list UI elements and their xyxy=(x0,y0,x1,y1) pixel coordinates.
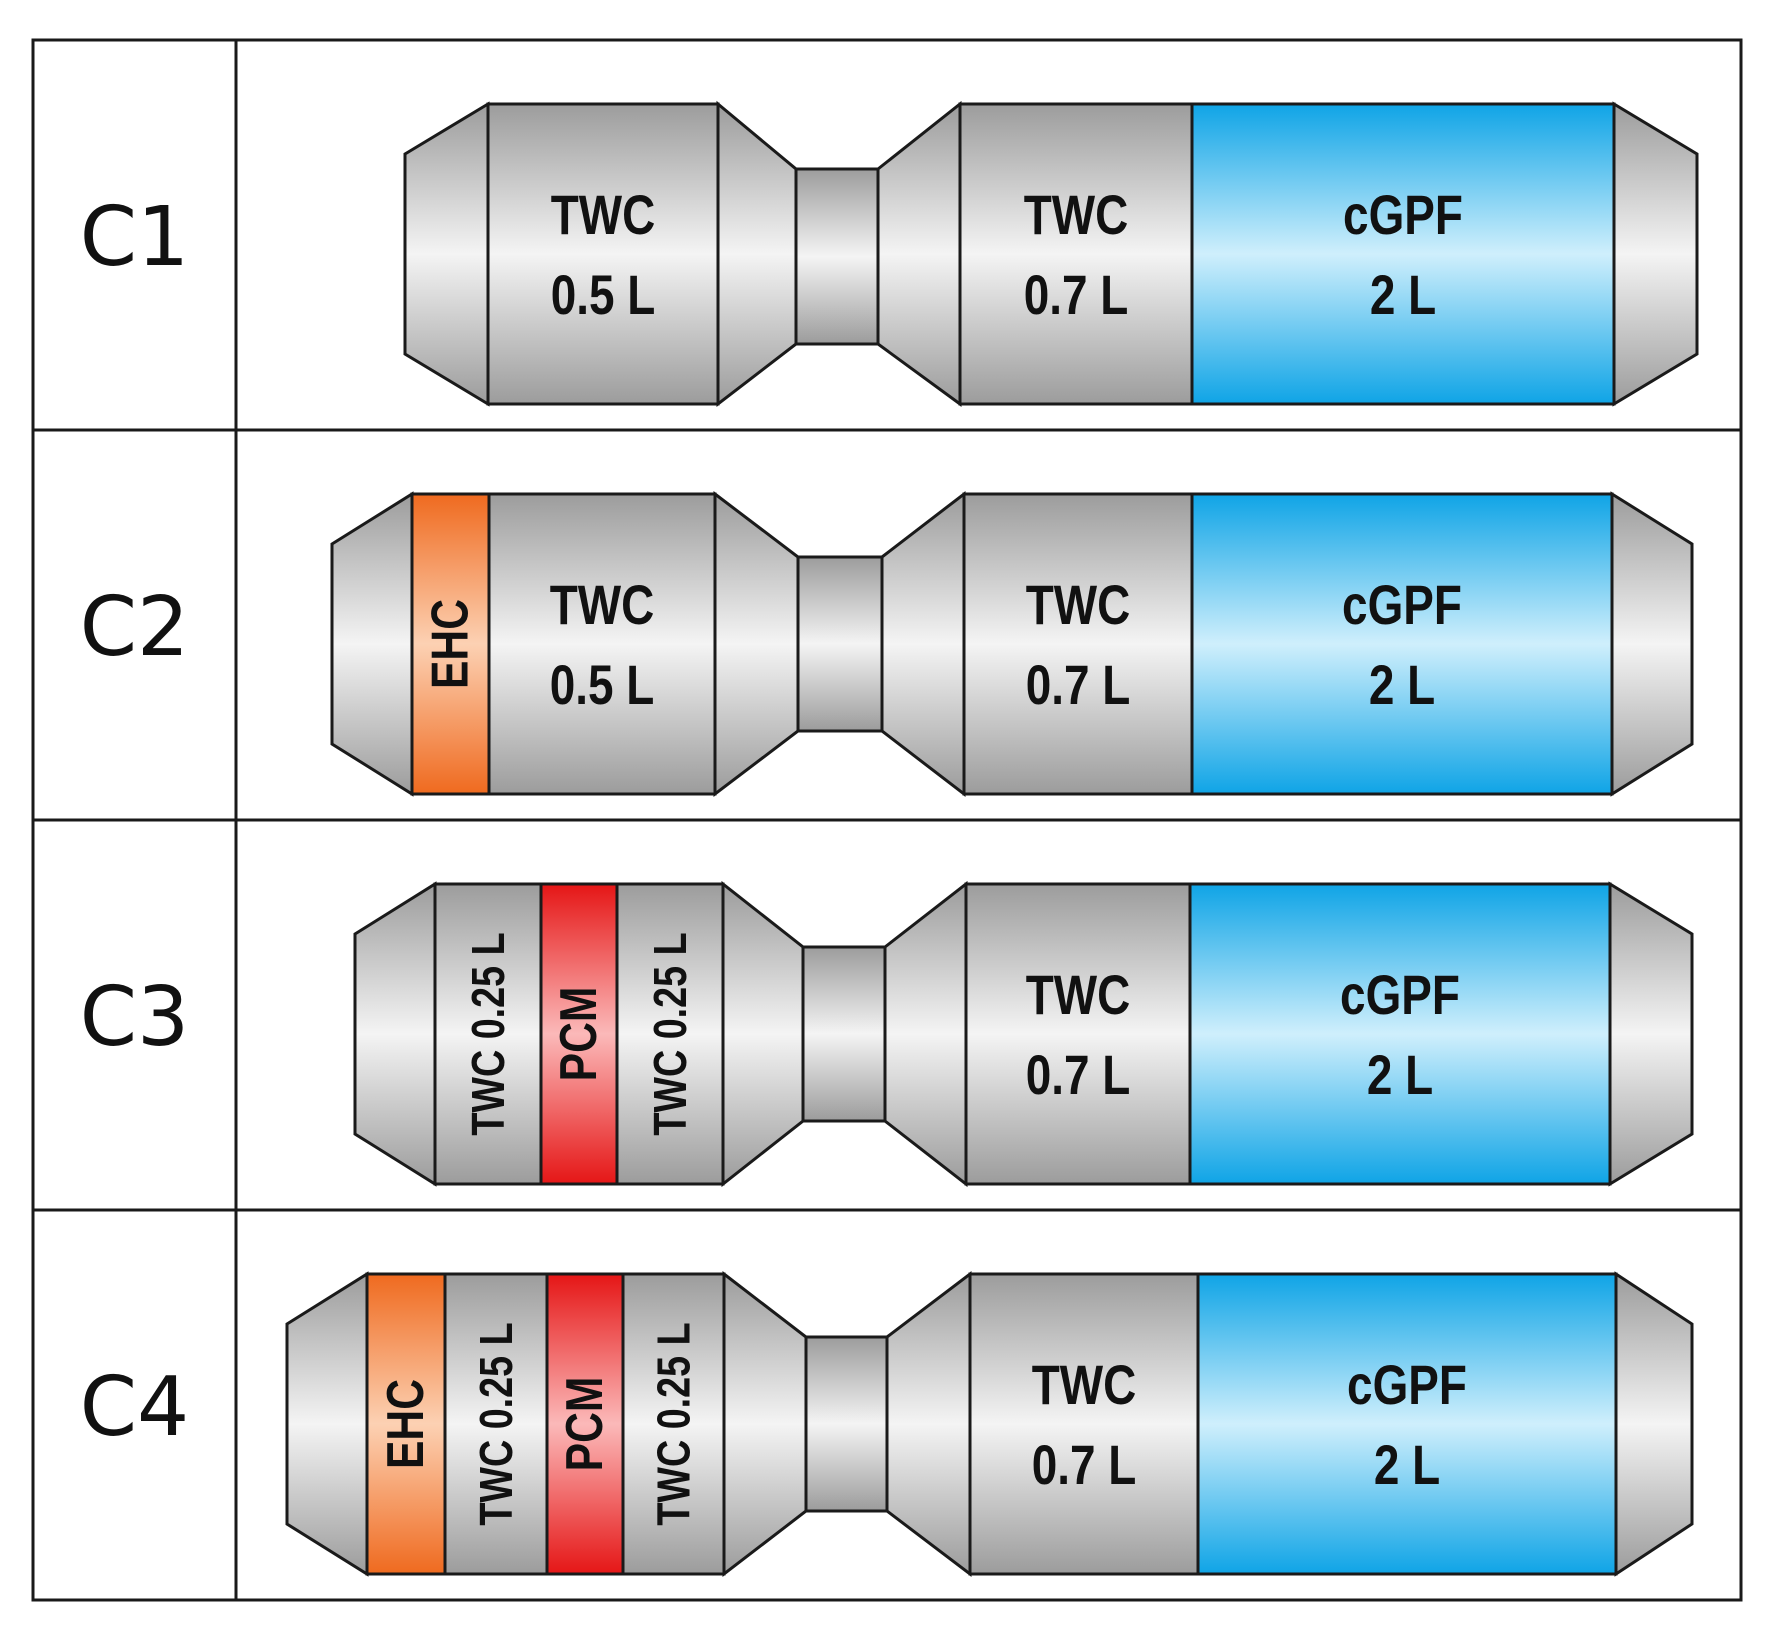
brick-segment xyxy=(964,882,1192,1186)
segment-label: 0.7 L xyxy=(1026,1044,1131,1106)
front-brick: TWC 0.5 L xyxy=(486,102,720,406)
outlet-cone xyxy=(1610,491,1694,797)
config-row-c3: C3 TWC 0.25 L PCM TWC 0.25 L TWC 0.7 L cGPF 2 L xyxy=(80,880,1694,1188)
front-outlet-cone xyxy=(722,1270,808,1578)
segment-label: TWC xyxy=(551,184,656,246)
segment-label: TWC xyxy=(550,574,655,636)
brick-segment xyxy=(486,102,720,406)
segment-label: PCM xyxy=(550,987,608,1082)
brick-segment xyxy=(1190,102,1616,406)
rear-brick: TWC 0.7 L cGPF 2 L xyxy=(968,1272,1618,1576)
brick-segment xyxy=(1190,492,1614,796)
inlet-cone xyxy=(403,101,490,407)
brick-segment xyxy=(962,492,1194,796)
front-outlet-cone xyxy=(716,100,798,408)
outlet-cone xyxy=(1614,1271,1694,1577)
config-label: C2 xyxy=(80,580,189,675)
inlet-cone xyxy=(353,881,437,1187)
segment-label: cGPF xyxy=(1340,964,1460,1026)
config-label: C4 xyxy=(80,1360,189,1455)
segment-label: TWC xyxy=(1026,574,1131,636)
rear-inlet-cone xyxy=(880,490,966,798)
rear-inlet-cone xyxy=(885,1270,972,1578)
exhaust-system: TWC 0.25 L PCM TWC 0.25 L TWC 0.7 L cGPF 2 L xyxy=(353,880,1694,1188)
segment-label: cGPF xyxy=(1342,574,1462,636)
connecting-pipe xyxy=(796,555,884,733)
segment-label: cGPF xyxy=(1347,1354,1467,1416)
segment-label: PCM xyxy=(556,1377,614,1472)
segment-label: 2 L xyxy=(1369,654,1435,716)
segment-label: 2 L xyxy=(1370,264,1436,326)
exhaust-system: TWC 0.5 L TWC 0.7 L cGPF 2 L xyxy=(403,100,1699,408)
segment-label: 0.7 L xyxy=(1024,264,1129,326)
brick-segment xyxy=(1196,1272,1618,1576)
connecting-pipe xyxy=(804,1335,889,1513)
connecting-pipe xyxy=(801,945,887,1123)
outlet-cone xyxy=(1608,881,1694,1187)
config-row-c1: C1 TWC 0.5 L TWC 0.7 L cGPF 2 L xyxy=(80,100,1699,408)
segment-label: TWC xyxy=(1024,184,1129,246)
outlet-cone xyxy=(1612,101,1699,407)
front-brick: TWC 0.25 L PCM TWC 0.25 L xyxy=(433,882,725,1186)
brick-segment xyxy=(433,882,543,1186)
config-label: C1 xyxy=(80,190,189,285)
rear-brick: TWC 0.7 L cGPF 2 L xyxy=(958,102,1616,406)
segment-label: TWC 0.25 L xyxy=(648,1322,699,1525)
rear-brick: TWC 0.7 L cGPF 2 L xyxy=(964,882,1612,1186)
exhaust-system: EHC TWC 0.25 L PCM TWC 0.25 L TWC 0.7 L cGPF 2 … xyxy=(285,1270,1694,1578)
inlet-cone xyxy=(330,491,414,797)
rear-brick: TWC 0.7 L cGPF 2 L xyxy=(962,492,1614,796)
brick-segment xyxy=(410,492,491,796)
exhaust-system: EHC TWC 0.5 L TWC 0.7 L cGPF 2 L xyxy=(330,490,1694,798)
segment-label: 2 L xyxy=(1374,1434,1440,1496)
segment-label: 2 L xyxy=(1367,1044,1433,1106)
connecting-pipe xyxy=(794,167,880,346)
segment-label: TWC xyxy=(1032,1354,1137,1416)
brick-segment xyxy=(1188,882,1612,1186)
rear-inlet-cone xyxy=(883,880,968,1188)
front-brick: EHC TWC 0.25 L PCM TWC 0.25 L xyxy=(365,1272,726,1576)
segment-label: 0.7 L xyxy=(1032,1434,1137,1496)
configuration-table xyxy=(31,38,1743,1602)
segment-label: 0.5 L xyxy=(551,264,656,326)
segment-label: 0.5 L xyxy=(550,654,655,716)
front-outlet-cone xyxy=(713,490,800,798)
front-outlet-cone xyxy=(721,880,805,1188)
config-label: C3 xyxy=(80,970,189,1065)
segment-label: cGPF xyxy=(1343,184,1463,246)
segment-label: TWC xyxy=(1026,964,1131,1026)
rear-inlet-cone xyxy=(876,100,962,407)
brick-segment xyxy=(487,492,717,796)
segment-label: EHC xyxy=(422,599,480,689)
segment-label: TWC 0.25 L xyxy=(462,932,513,1135)
inlet-cone xyxy=(285,1271,369,1577)
brick-segment xyxy=(968,1272,1200,1576)
brick-segment xyxy=(621,1272,726,1576)
segment-label: TWC 0.25 L xyxy=(644,932,695,1135)
config-row-c4: C4 EHC TWC 0.25 L PCM TWC 0.25 L TWC 0.7 L cGPF… xyxy=(80,1270,1694,1578)
brick-segment xyxy=(958,102,1194,406)
config-row-c2: C2 EHC TWC 0.5 L TWC 0.7 L cGPF 2 L xyxy=(80,490,1694,798)
segment-label: TWC 0.25 L xyxy=(470,1322,521,1525)
segment-label: 0.7 L xyxy=(1026,654,1131,716)
segment-label: EHC xyxy=(377,1379,435,1469)
front-brick: EHC TWC 0.5 L xyxy=(410,492,717,796)
